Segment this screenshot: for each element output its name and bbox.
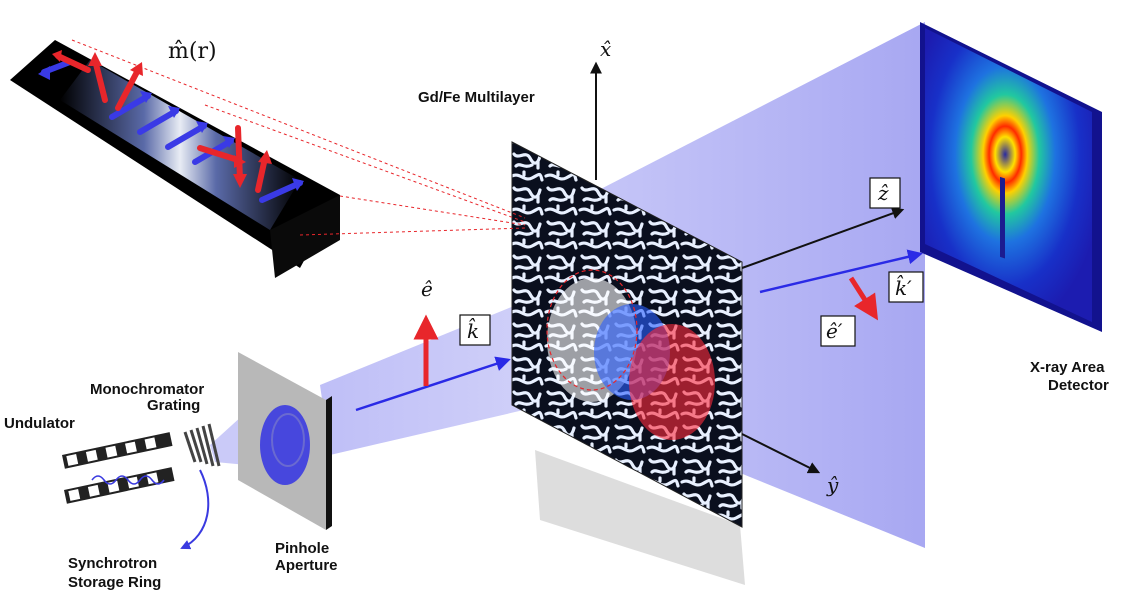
scattered-polarization-label-box (820, 315, 856, 347)
y-axis-label: ŷ (826, 473, 839, 497)
synchrotron-label-line2: Storage Ring (68, 574, 161, 591)
monochromator-grating (183, 423, 221, 467)
scattered-wavevector-arrow (759, 249, 923, 294)
magnetization-inset (10, 40, 340, 278)
gdfe-sample (511, 141, 743, 528)
undulator (61, 432, 175, 504)
z-axis-label-box (869, 177, 901, 209)
pinhole-aperture (238, 352, 332, 530)
y-axis-arrow (741, 433, 821, 474)
undulator-label: Undulator (4, 415, 75, 432)
monochromator-label-line2: Grating (147, 397, 200, 414)
scattered-polarization-arrow (848, 276, 879, 321)
x-axis-label: x̂ (600, 37, 611, 61)
z-axis-label: ẑ (877, 181, 889, 205)
sample-label: Gd/Fe Multilayer (418, 89, 535, 106)
pinhole-label-line1: Pinhole (275, 540, 329, 557)
z-axis-arrow (741, 207, 905, 269)
sample-shadow (535, 450, 745, 585)
monochromator-label-line1: Monochromator (90, 381, 204, 398)
incident-wavevector-label: k̂ (467, 317, 479, 343)
incident-wavevector-arrow (355, 356, 511, 412)
incident-polarization-label: ê (421, 277, 433, 301)
detector-label-line2: Detector (1048, 377, 1109, 394)
incident-wavevector-label-box (459, 314, 491, 346)
synchrotron-label-line1: Synchrotron (68, 555, 157, 572)
pinhole-label-line2: Aperture (275, 557, 338, 574)
scattered-wavevector-label: k̂′ (895, 274, 912, 300)
magnetization-label: m̂(r) (168, 39, 217, 64)
scattered-wavevector-label-box (888, 271, 924, 303)
zoom-lines (71, 39, 526, 236)
xray-area-detector (920, 22, 1102, 332)
storage-ring-curve (180, 469, 210, 550)
detector-label-line1: X-ray Area (1030, 359, 1105, 376)
scattered-polarization-label: ê′ (826, 319, 843, 343)
red-beam-spot (629, 324, 715, 440)
